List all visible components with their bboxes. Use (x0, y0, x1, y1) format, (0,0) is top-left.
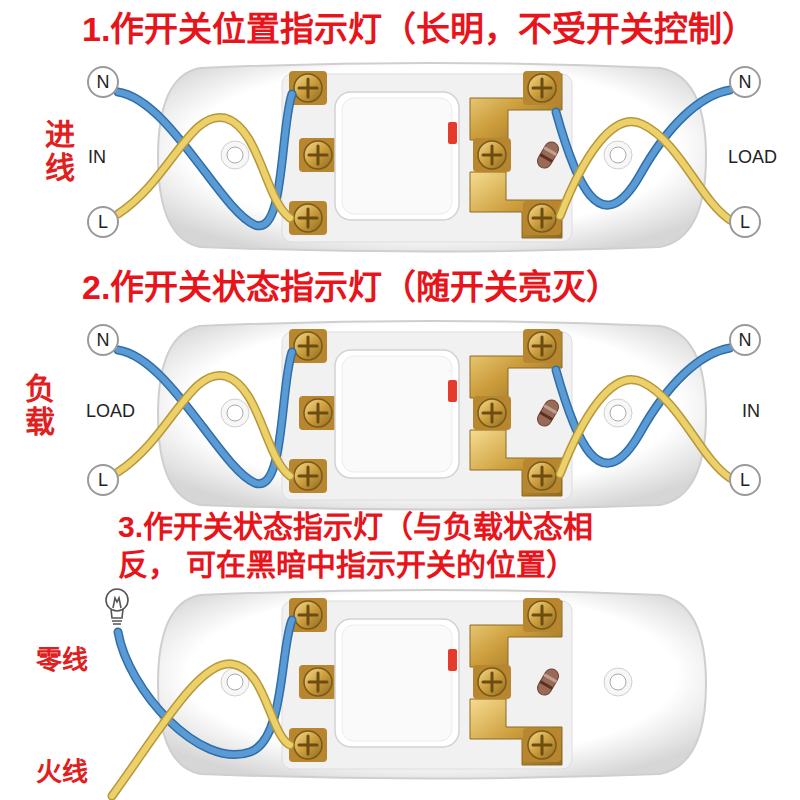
terminal-label: LOAD (728, 146, 777, 169)
terminal-circle: L (729, 464, 761, 496)
side-label: 负载 (25, 372, 55, 438)
side-label: 进线 (45, 118, 75, 184)
terminal-letter: N (739, 73, 752, 91)
switch-unit (118, 321, 730, 510)
terminal-letter: L (98, 471, 108, 489)
terminal-letter: L (98, 213, 108, 231)
section-heading: 2.作开关状态指示灯（随开关亮灭） (82, 266, 620, 309)
terminal-circle: L (87, 206, 119, 238)
terminal-letter: L (740, 213, 750, 231)
terminal-circle: N (729, 324, 761, 356)
switch-body (158, 63, 706, 252)
terminal-circle: L (87, 464, 119, 496)
input-wires (118, 92, 292, 226)
terminal-label: IN (88, 146, 106, 169)
input-wires (556, 348, 730, 478)
wire-label: 火线 (36, 756, 88, 789)
section-heading: 1.作开关位置指示灯（长明，不受开关控制） (82, 8, 756, 51)
terminal-label: LOAD (86, 400, 135, 423)
terminal-circle: N (87, 66, 119, 98)
load-wires (118, 350, 292, 484)
switch-body (158, 321, 706, 510)
terminal-circle: L (729, 206, 761, 238)
terminal-letter: N (97, 331, 110, 349)
wire-label: 零线 (36, 644, 88, 677)
lamp-wires (112, 620, 292, 796)
terminal-letter: N (97, 73, 110, 91)
output-wires (556, 90, 730, 220)
terminal-label: IN (742, 400, 760, 423)
terminal-letter: N (739, 331, 752, 349)
terminal-letter: L (740, 471, 750, 489)
section-heading: 3.作开关状态指示灯（与负载状态相反， 可在黑暗中指示开关的位置） (118, 508, 640, 583)
terminal-circle: N (729, 66, 761, 98)
terminal-circle: N (87, 324, 119, 356)
bulb-icon (106, 589, 128, 624)
